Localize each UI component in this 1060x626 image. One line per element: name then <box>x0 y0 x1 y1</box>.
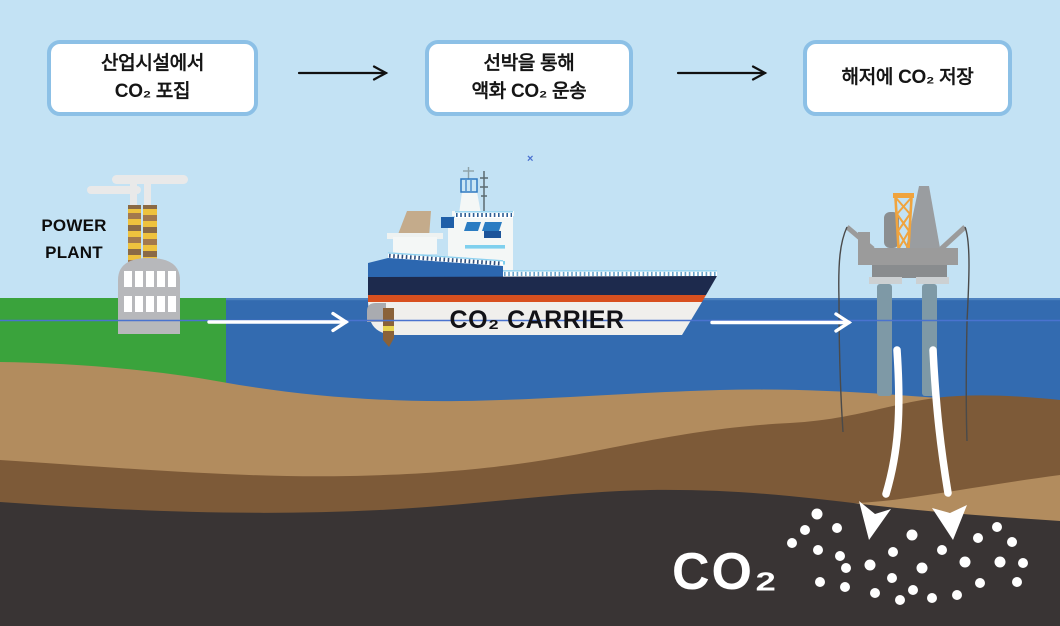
hull-navy-band <box>368 276 717 295</box>
step-box-capture: 산업시설에서 CO₂ 포집 <box>47 40 258 116</box>
derrick-icon <box>893 193 914 249</box>
platform-module <box>884 212 899 248</box>
mooring-cable <box>964 226 970 442</box>
chimney <box>143 205 157 267</box>
crane-boom <box>939 225 967 251</box>
ship-route-arrow <box>710 312 853 333</box>
bridge-tower <box>459 192 481 214</box>
bridge-panel <box>484 231 501 238</box>
rudder-band <box>383 326 394 331</box>
step-text: CO₂ 포집 <box>114 81 191 102</box>
step-text: 액화 CO₂ 운송 <box>471 81 587 102</box>
mooring-cable <box>838 226 848 433</box>
cargo-ship-illustration <box>367 167 717 347</box>
deck-box <box>858 232 870 248</box>
flare-tower <box>906 186 940 248</box>
bridge-window <box>482 222 502 231</box>
hull-orange-stripe <box>368 295 706 302</box>
power-plant-illustration <box>87 175 188 334</box>
platform-leg <box>877 284 892 396</box>
step-arrow-icon <box>297 65 389 81</box>
co2-bubbles <box>787 508 1028 605</box>
step-text: 해저에 CO₂ 저장 <box>841 66 974 88</box>
step-text: 선박을 통해 <box>483 52 575 74</box>
smoke-stem <box>130 180 137 206</box>
co2-storage-label: CO₂ <box>672 543 779 601</box>
leg-pad <box>916 277 949 284</box>
co2-injection-arrow <box>859 346 903 540</box>
step-box-transport: 선박을 통해 액화 CO₂ 운송 <box>425 40 633 116</box>
mast-icon <box>480 171 488 214</box>
chimney <box>128 205 141 267</box>
step-arrow-icon <box>676 65 768 81</box>
propeller-housing <box>367 303 386 322</box>
leg-pad <box>869 277 902 284</box>
stern-deck <box>368 258 503 278</box>
power-plant-label: POWER PLANT <box>41 216 107 262</box>
step-text: 산업시설에서 <box>100 52 205 74</box>
step-box-storage: 해저에 CO₂ 저장 <box>803 40 1012 116</box>
funnel <box>397 211 431 237</box>
ship-name-label: CO₂ CARRIER <box>450 306 625 334</box>
platform-deck-lower <box>872 265 947 278</box>
hull-white <box>368 302 702 335</box>
smoke-cloud <box>87 186 141 194</box>
railing <box>455 211 513 218</box>
bedrock-layer <box>0 489 1060 626</box>
ship-route-arrow <box>207 311 350 333</box>
soil-layer-brown <box>0 395 1060 519</box>
bridge-window <box>464 222 481 231</box>
window-slit <box>465 245 505 249</box>
smoke-stem <box>144 180 151 206</box>
stern-block <box>393 237 437 254</box>
stray-cursor-mark: × <box>527 153 533 165</box>
mast-icon <box>463 167 474 180</box>
plant-windows <box>124 271 176 312</box>
platform-deck <box>858 248 958 265</box>
funnel-deck <box>387 233 443 239</box>
co2-injection-arrow <box>929 346 967 540</box>
deck-box <box>441 217 454 228</box>
antenna-platform <box>460 178 478 193</box>
